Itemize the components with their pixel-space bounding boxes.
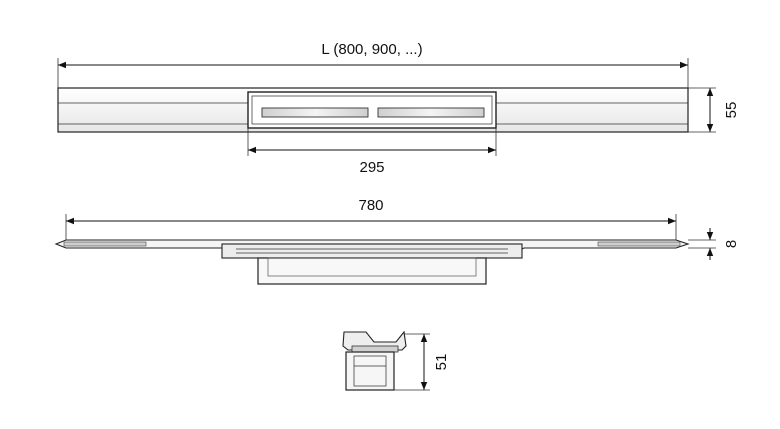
- length-label: L (800, 900, ...): [321, 41, 422, 58]
- top-view: L (800, 900, ...) 55 295: [57, 41, 740, 176]
- side-view: 780 8: [54, 197, 740, 285]
- section-body: [345, 351, 395, 391]
- plate-end-right: [597, 241, 681, 247]
- section-height-label: 51: [433, 354, 450, 371]
- section-flange: [342, 330, 407, 351]
- grate-slot-left: [261, 107, 369, 118]
- plate-end-left: [63, 241, 147, 247]
- side-module-body-inner: [267, 257, 477, 277]
- side-module-body: [257, 257, 487, 285]
- grate-slot-right: [377, 107, 485, 118]
- side-module-frame: [221, 243, 523, 259]
- drain-module-inner: [251, 95, 493, 125]
- section-body-inner: [353, 355, 387, 387]
- thickness-label: 8: [723, 240, 740, 248]
- module-width-label: 295: [359, 159, 384, 176]
- side-length-label: 780: [358, 197, 383, 214]
- section-grate: [351, 345, 399, 353]
- cross-section-view: 51: [342, 330, 450, 391]
- height-label: 55: [723, 102, 740, 119]
